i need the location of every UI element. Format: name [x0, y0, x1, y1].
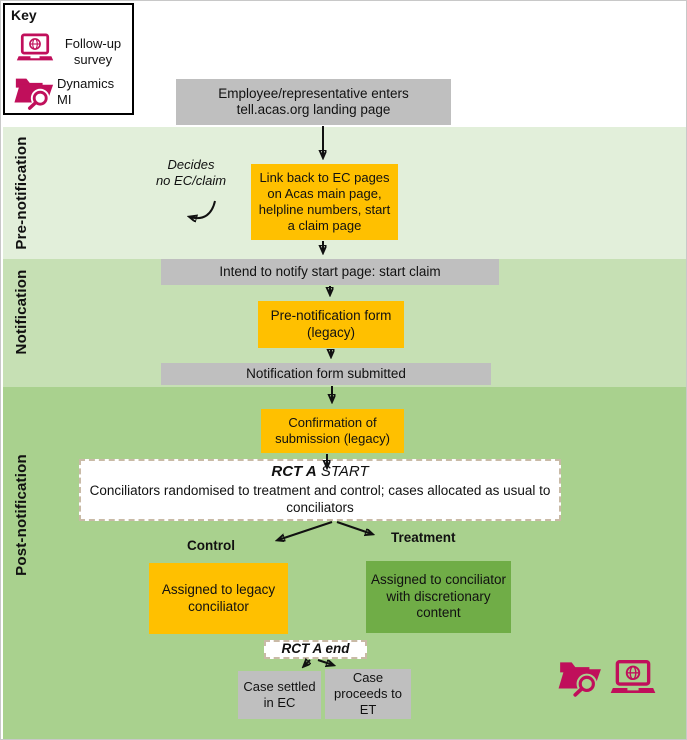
node-confirmation-submission: Confirmation of submission (legacy) — [261, 409, 404, 453]
node-case-proceeds-et: Case proceeds to ET — [325, 669, 411, 719]
node-notification-submitted: Notification form submitted — [161, 363, 491, 385]
node-rct-a-start: RCT A START Conciliators randomised to t… — [79, 459, 561, 521]
branch-label-treatment: Treatment — [391, 530, 456, 545]
node-treatment-discretionary: Assigned to conciliator with discretiona… — [366, 561, 511, 633]
node-entry-landing-page: Employee/representative enters tell.acas… — [176, 79, 451, 125]
legend-title: Key — [11, 7, 37, 23]
laptop-globe-icon — [15, 33, 55, 70]
rct-a-start-title: RCT A START — [271, 463, 368, 481]
rct-a-start-description: Conciliators randomised to treatment and… — [89, 482, 551, 516]
legend-label-dynamics-mi: Dynamics MI — [57, 76, 115, 107]
node-case-settled-ec: Case settled in EC — [238, 671, 321, 719]
legend-label-follow-up-survey: Follow-up survey — [64, 36, 122, 67]
node-pre-notification-form: Pre-notification form (legacy) — [258, 301, 404, 348]
note-decides-no-ec-claim: Decides no EC/claim — [155, 157, 227, 189]
rct-a-tag: RCT A — [271, 463, 317, 481]
folder-search-icon — [557, 654, 603, 703]
legend-key-box: Key Follow-up survey Dynamics MI — [3, 3, 134, 115]
node-intend-to-notify: Intend to notify start page: start claim — [161, 259, 499, 285]
laptop-globe-icon — [608, 660, 658, 703]
node-link-back-ec-pages: Link back to EC pages on Acas main page,… — [251, 164, 398, 240]
branch-label-control: Control — [187, 538, 235, 553]
folder-search-icon — [13, 71, 55, 116]
rct-a-phase: START — [320, 463, 369, 481]
node-control-legacy-conciliator: Assigned to legacy conciliator — [149, 563, 288, 634]
node-rct-a-end: RCT A end — [264, 640, 367, 659]
